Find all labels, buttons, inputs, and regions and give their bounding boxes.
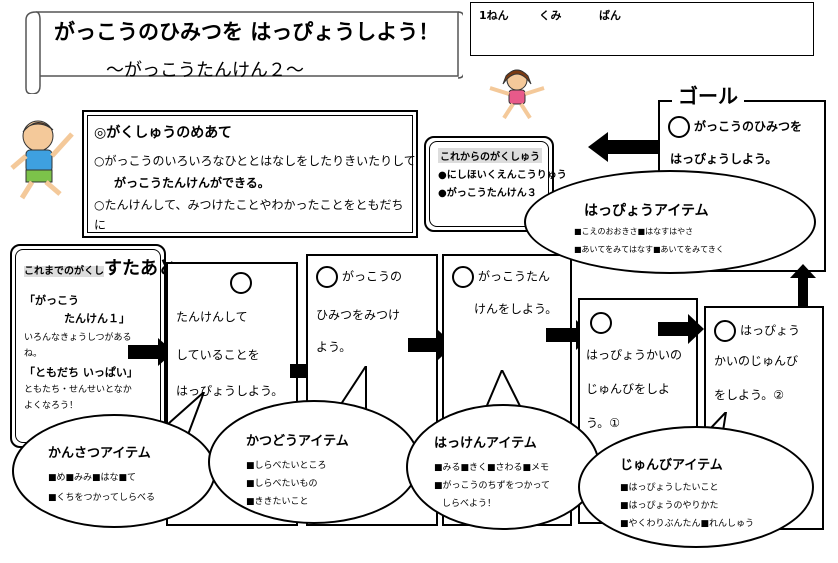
step-4-circle-icon (590, 312, 612, 334)
future-item-2: ●がっこうたんけん３ (438, 188, 537, 199)
junbi-item-3: ■やくわりぶんたん■れんしゅう (620, 519, 755, 529)
page-title: がっこうのひみつを はっぴょうしよう！ (54, 20, 440, 44)
step-1-circle-icon (230, 272, 252, 294)
katsudou-item-2: ■しらべたいもの (246, 479, 318, 489)
goal-heading: ゴール (672, 80, 744, 109)
past-item-1-text: いろんなきょうしつがある (24, 333, 132, 343)
junbi-item-2: ■はっぴょうのやりかた (620, 501, 719, 511)
goal-circle-icon (668, 116, 690, 138)
hakken-item-2: ■がっこうのちずをつかって (434, 481, 551, 491)
happyou-title: はっぴょうアイテム (584, 203, 709, 219)
junbi-bubble: じゅんびアイテム ■はっぴょうしたいこと ■はっぴょうのやりかた ■やくわりぶん… (578, 426, 814, 548)
hakken-bubble: はっけんアイテム ■みる■きく■さわる■メモ ■がっこうのちずをつかって しらべ… (406, 404, 600, 530)
boy-illustration (10, 120, 74, 200)
step-3-line-2: けんをしよう。 (474, 302, 558, 316)
number-label: ばん (599, 9, 621, 22)
kansatsu-item-1: ■め■みみ■はな■て (48, 473, 137, 483)
kansatsu-title: かんさつアイテム (48, 446, 151, 461)
hakken-title: はっけんアイテム (434, 436, 537, 451)
step-2-line-1: がっこうの (316, 266, 402, 288)
step-1-line-1: たんけんして (176, 310, 248, 324)
scroll-shape (25, 11, 463, 94)
step-2-line-3: よう。 (316, 340, 352, 354)
step-2-line-2: ひみつをみつけ (316, 308, 401, 322)
past-item-1-title-2: たんけん１」 (64, 312, 130, 325)
happyou-bubble: はっぴょうアイテム ■こえのおおきさ■はなすはやさ ■あいてをみてはなす■あいて… (524, 170, 816, 274)
katsudou-item-1: ■しらべたいところ (246, 461, 327, 471)
step-3-circle-icon (452, 266, 474, 288)
step-2-circle-icon (316, 266, 338, 288)
arrow-left-icon (588, 132, 660, 162)
step-5-circle-icon (714, 320, 736, 342)
step-1-line-2: していることを (176, 348, 260, 362)
name-box: 1ねん くみ ばん (470, 2, 814, 56)
goal-line-1: がっこうのひみつを (668, 116, 802, 138)
title-scroll: がっこうのひみつを はっぴょうしよう！ ～がっこうたんけん２～ (18, 6, 463, 94)
aim-line-3: ○たんけんして、みつけたことやわかったことをともだち (94, 198, 404, 212)
katsudou-item-3: ■ききたいこと (246, 497, 309, 507)
junbi-item-1: ■はっぴょうしたいこと (620, 483, 719, 493)
step-5-line-1: はっぴょう (714, 320, 800, 342)
step-4-line-1: はっぴょうかいの (586, 348, 683, 362)
step-3-line-1: がっこうたん (452, 266, 550, 288)
future-item-1: ●にしほいくえんこうりゅう (438, 170, 567, 181)
kansatsu-item-2: ■くちをつかってしらべる (48, 493, 156, 503)
happyou-item-1: ■こえのおおきさ■はなすはやさ (574, 227, 694, 236)
girl-illustration (489, 69, 545, 120)
kansatsu-bubble: かんさつアイテム ■め■みみ■はな■て ■くちをつかってしらべる (12, 414, 216, 528)
arrow-right-icon (658, 314, 704, 344)
past-item-2-text: ともたち・せんせいとなか (24, 385, 132, 395)
katsudou-bubble: かつどうアイテム ■しらべたいところ ■しらべたいもの ■ききたいこと (208, 400, 420, 524)
past-item-2-text-2: よくなろう！ (24, 401, 79, 411)
aim-line-1: ○がっこうのいろいろなひととはなしをしたりきいたりして (94, 154, 416, 168)
happyou-item-2: ■あいてをみてはなす■あいてをみてきく (574, 245, 724, 254)
goal-line-2: はっぴょうしよう。 (670, 152, 778, 166)
future-box: これからのがくしゅう ●にしほいくえんこうりゅう ●がっこうたんけん３ (424, 136, 567, 232)
aim-line-4: に (94, 218, 107, 232)
arrow-up-icon (790, 264, 816, 308)
past-item-2-title: 「ともだち いっぱい」 (24, 366, 138, 379)
step-5-line-3: をしよう。② (714, 388, 785, 402)
class-label: くみ (539, 9, 562, 22)
step-4-line-3: う。① (586, 416, 621, 430)
aim-line-2: がっこうたんけんができる。 (114, 176, 270, 190)
aim-heading: ◎がくしゅうのめあて (94, 125, 232, 141)
step-5-line-2: かいのじゅんび (714, 354, 799, 368)
step-4-line-2: じゅんびをしよ (586, 382, 671, 396)
past-item-1-text-2: ね。 (24, 349, 43, 359)
page-subtitle: ～がっこうたんけん２～ (106, 60, 304, 81)
future-heading: これからのがくしゅう (438, 148, 542, 163)
hakken-item-3: しらべよう！ (442, 499, 497, 509)
arrow-right-icon (128, 338, 174, 366)
hakken-item-1: ■みる■きく■さわる■メモ (434, 463, 550, 473)
past-heading: これまでのがくしすたあと (24, 258, 176, 279)
year-label: 1ねん (479, 9, 509, 22)
past-item-1-title: 「がっこう (24, 294, 79, 307)
katsudou-title: かつどうアイテム (246, 434, 349, 449)
aim-box: ◎がくしゅうのめあて ○がっこうのいろいろなひととはなしをしたりきいたりして が… (82, 110, 418, 238)
junbi-title: じゅんびアイテム (620, 458, 723, 473)
